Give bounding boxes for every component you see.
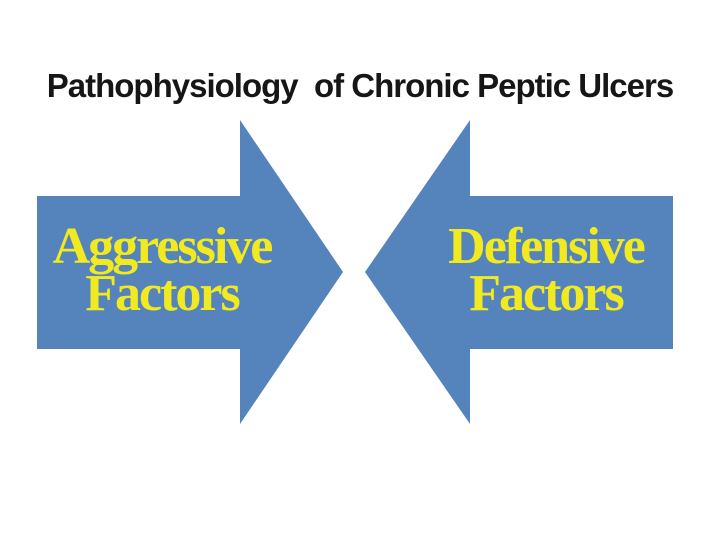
slide-title: Pathophysiology of Chronic Peptic Ulcers [46, 67, 674, 104]
defensive-factors-label-line1: Defensive [448, 218, 646, 275]
aggressive-factors-label-line2: Factors [85, 265, 240, 322]
right-pointing-arrow-shape [37, 120, 343, 424]
left-pointing-arrow-shape [365, 120, 673, 424]
aggressive-factors-label: Aggressive Factors [37, 218, 287, 322]
defensive-factors-label: Defensive Factors [421, 218, 671, 322]
defensive-factors-label-line2: Factors [469, 265, 624, 322]
aggressive-factors-label-line1: Aggressive [52, 218, 274, 275]
